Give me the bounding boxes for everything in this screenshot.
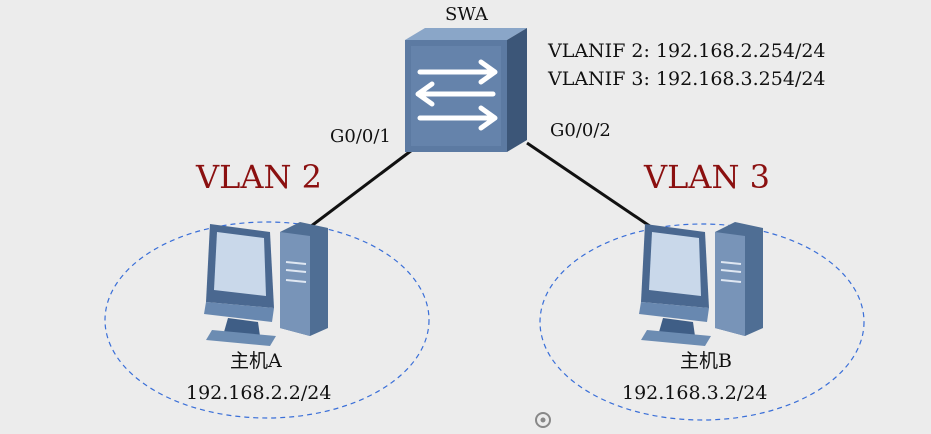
host-b-name: 主机B [680,350,732,372]
switch-icon [405,28,527,152]
host-b-ip: 192.168.3.2/24 [622,382,768,404]
port-label-left: G0/0/1 [330,126,391,147]
pc-icon [204,222,328,346]
vlan-3-boundary [539,223,865,421]
vlan-2-label: VLAN 2 [196,158,322,196]
link-swa-host-a [301,136,429,235]
vlan-2-boundary [104,221,430,419]
port-label-right: G0/0/2 [550,120,611,141]
vlanif-2-label: VLANIF 2: 192.168.2.254/24 [548,40,826,62]
pc-icon [639,222,763,346]
link-swa-host-b [526,141,661,235]
vlanif-3-label: VLANIF 3: 192.168.3.254/24 [548,68,826,90]
host-a-name: 主机A [230,350,282,372]
switch-name: SWA [445,4,488,25]
vlan-3-label: VLAN 3 [644,158,770,196]
anchor-icon[interactable] [535,412,551,428]
host-a-ip: 192.168.2.2/24 [186,382,332,404]
